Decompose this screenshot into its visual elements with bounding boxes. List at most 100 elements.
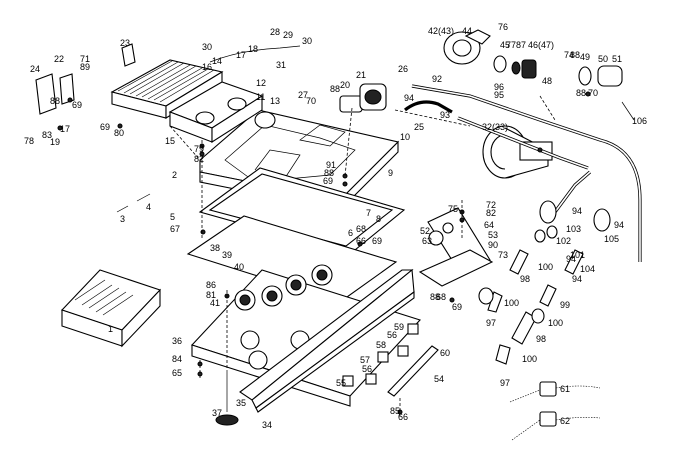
callout-label: 69 bbox=[72, 100, 82, 110]
callout-label: 3 bbox=[120, 214, 125, 224]
callout-label: 5 bbox=[170, 212, 175, 222]
callout-label: 87 bbox=[516, 40, 526, 50]
callout-label: 23 bbox=[120, 38, 130, 48]
callout-label: 81 bbox=[206, 290, 216, 300]
callout-label: 98 bbox=[520, 274, 530, 284]
callout-label: 54 bbox=[434, 374, 444, 384]
callout-label: 27 bbox=[298, 90, 308, 100]
callout-label: 95 bbox=[494, 90, 504, 100]
callout-label: 94 bbox=[614, 220, 624, 230]
callout-label: 4 bbox=[146, 202, 151, 212]
callout-label: 52 bbox=[420, 226, 430, 236]
bracket-part bbox=[35, 73, 57, 115]
control-panel-part bbox=[418, 207, 494, 287]
callout-label: 93 bbox=[440, 110, 450, 120]
callout-label: 88 bbox=[576, 88, 586, 98]
callout-label: 40 bbox=[234, 262, 244, 272]
callout-label: 67 bbox=[170, 224, 180, 234]
callout-label: 71 bbox=[80, 54, 90, 64]
callout-label: 83 bbox=[42, 130, 52, 140]
callout-label: 69 bbox=[372, 236, 382, 246]
callout-label: 25 bbox=[414, 122, 424, 132]
callout-label: 28 bbox=[270, 27, 280, 37]
callout-label: 96 bbox=[494, 82, 504, 92]
callout-label: 73 bbox=[498, 250, 508, 260]
callout-label: 56 bbox=[362, 364, 372, 374]
callout-label: 94 bbox=[572, 274, 582, 284]
callout-label: 72 bbox=[486, 200, 496, 210]
terminal-block-part bbox=[509, 381, 601, 441]
hose-part bbox=[404, 100, 453, 114]
clip-part bbox=[121, 43, 136, 67]
frame-part bbox=[198, 167, 406, 255]
callout-label: 55 bbox=[336, 378, 346, 388]
callout-label: 100 bbox=[548, 318, 563, 328]
callout-label: 59 bbox=[394, 322, 404, 332]
callout-label: 76 bbox=[498, 22, 508, 32]
callout-label: 103 bbox=[566, 224, 581, 234]
callout-label: 8 bbox=[376, 214, 381, 224]
callout-label: 86 bbox=[206, 280, 216, 290]
callout-label: 80 bbox=[114, 128, 124, 138]
burner-box-part bbox=[61, 269, 161, 348]
callout-label: 34 bbox=[262, 420, 272, 430]
screw-part bbox=[57, 91, 591, 415]
callout-label: 53 bbox=[488, 230, 498, 240]
callout-label: 82 bbox=[194, 154, 204, 164]
coolant-pipe-part bbox=[411, 84, 642, 262]
callout-label: 61 bbox=[560, 384, 570, 394]
callout-label: 21 bbox=[356, 70, 366, 80]
callout-label: 92 bbox=[432, 74, 442, 84]
callout-label: 97 bbox=[500, 378, 510, 388]
rod-part bbox=[136, 193, 151, 202]
blower-motor-part bbox=[443, 29, 623, 87]
callout-label: 15 bbox=[165, 136, 175, 146]
callout-label: 69 bbox=[452, 302, 462, 312]
callout-label: 57 bbox=[360, 355, 370, 365]
callout-label: 66 bbox=[356, 236, 366, 246]
callout-labels: 1234567891011121314151617171819202122232… bbox=[24, 22, 647, 430]
callout-label: 63 bbox=[422, 236, 432, 246]
rod-part bbox=[116, 205, 129, 213]
callout-label: 37 bbox=[212, 408, 222, 418]
callout-label: 45 bbox=[500, 40, 510, 50]
callout-label: 84 bbox=[172, 354, 182, 364]
callout-label: 30 bbox=[302, 36, 312, 46]
callout-label: 102 bbox=[556, 236, 571, 246]
callout-label: 13 bbox=[270, 96, 280, 106]
callout-label: 36 bbox=[172, 336, 182, 346]
callout-label: 20 bbox=[340, 80, 350, 90]
callout-label: 49 bbox=[580, 52, 590, 62]
callout-label: 30 bbox=[202, 42, 212, 52]
callout-label: 26 bbox=[398, 64, 408, 74]
knob-part bbox=[342, 323, 419, 387]
callout-label: 17 bbox=[60, 124, 70, 134]
callout-label: 68 bbox=[356, 224, 366, 234]
gasket-ring-part bbox=[254, 111, 276, 129]
callout-label: 9 bbox=[388, 168, 393, 178]
callout-label: 16 bbox=[202, 62, 212, 72]
trim-strip-part bbox=[387, 345, 439, 397]
callout-label: 88 bbox=[430, 292, 440, 302]
callout-label: 70 bbox=[588, 88, 598, 98]
callout-label: 1 bbox=[108, 324, 113, 334]
foot-part bbox=[215, 370, 239, 426]
callout-label: 88 bbox=[324, 168, 334, 178]
callout-label: 32(33) bbox=[482, 122, 508, 132]
callout-label: 35 bbox=[236, 398, 246, 408]
callout-label: 106 bbox=[632, 116, 647, 126]
callout-label: 94 bbox=[566, 254, 576, 264]
callout-label: 88 bbox=[570, 50, 580, 60]
callout-label: 65 bbox=[172, 368, 182, 378]
callout-label: 29 bbox=[283, 30, 293, 40]
callout-label: 75 bbox=[448, 204, 458, 214]
callout-label: 51 bbox=[612, 54, 622, 64]
valve-fitting-part bbox=[478, 200, 611, 365]
callout-label: 79 bbox=[194, 144, 204, 154]
callout-label: 94 bbox=[404, 93, 414, 103]
callout-label: 90 bbox=[488, 240, 498, 250]
callout-label: 44 bbox=[462, 26, 472, 36]
callout-label: 91 bbox=[326, 160, 336, 170]
callout-label: 100 bbox=[504, 298, 519, 308]
callout-label: 105 bbox=[604, 234, 619, 244]
